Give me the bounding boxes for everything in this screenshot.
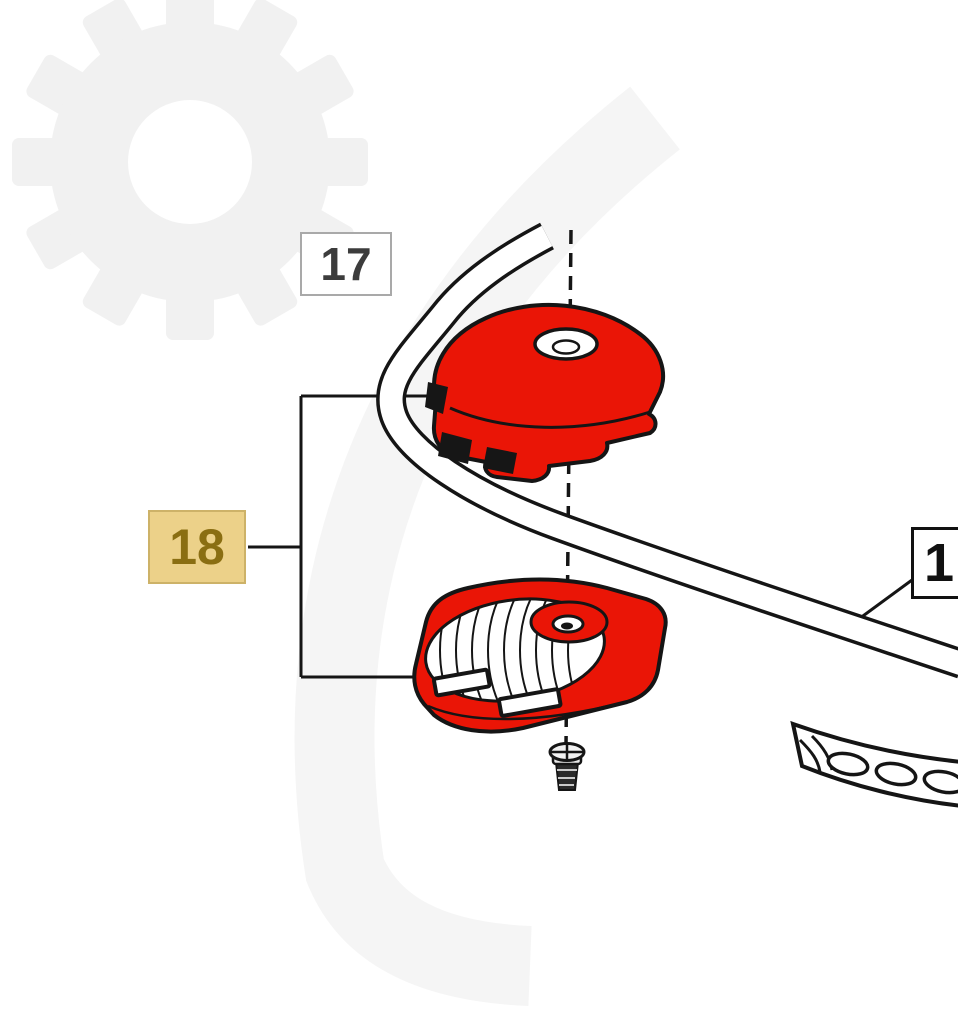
callout-1-label: 1 xyxy=(924,533,955,593)
slotted-housing-part xyxy=(790,720,958,808)
leader-line-18 xyxy=(248,394,429,679)
handlebar-tube xyxy=(376,222,958,679)
upper-handlebar-clamp-part[interactable] xyxy=(425,302,666,483)
callout-17[interactable]: 17 xyxy=(300,232,392,296)
callout-18-label: 18 xyxy=(169,519,225,575)
assembly-axis-dashed-line xyxy=(564,229,573,747)
callout-1[interactable]: 1 xyxy=(911,527,958,599)
callout-17-label: 17 xyxy=(320,238,372,290)
screw-part xyxy=(548,742,586,791)
callout-18-highlighted[interactable]: 18 xyxy=(148,510,246,584)
lower-handlebar-clamp-part[interactable] xyxy=(412,577,668,734)
watermark-gear-icon xyxy=(12,0,368,340)
